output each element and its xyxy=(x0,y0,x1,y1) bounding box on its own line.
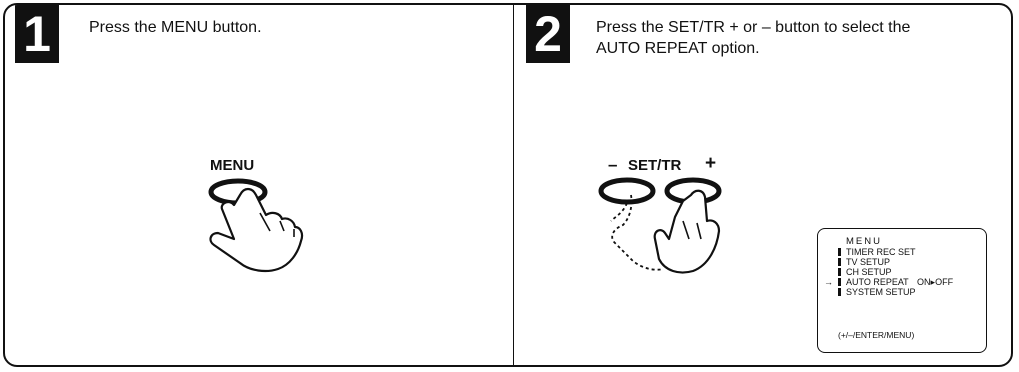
step-2-instruction-line1: Press the SET/TR + or – button to select… xyxy=(596,17,910,38)
osd-bullet-icon xyxy=(838,278,841,286)
osd-option-off: OFF xyxy=(935,277,953,287)
step-2-number: 2 xyxy=(534,9,562,59)
step-2-instruction-line2: AUTO REPEAT option. xyxy=(596,38,910,59)
osd-item-label: TV SETUP xyxy=(846,257,890,267)
step-1-badge: 1 xyxy=(15,5,59,63)
osd-bullet-icon xyxy=(838,258,841,266)
osd-menu-screen: MENU TIMER REC SET TV SETUP CH SETUP → A… xyxy=(817,228,987,353)
step-2-badge: 2 xyxy=(526,5,570,63)
instruction-panel: 1 Press the MENU button. MENU 2 Press th… xyxy=(3,3,1013,367)
minus-label: – xyxy=(608,155,617,175)
step-2-instruction: Press the SET/TR + or – button to select… xyxy=(596,17,910,59)
osd-bullet-icon xyxy=(838,288,841,296)
osd-item-label: TIMER REC SET xyxy=(846,247,916,257)
osd-item-timer-rec-set: TIMER REC SET xyxy=(836,247,986,257)
osd-item-system-setup: SYSTEM SETUP xyxy=(836,287,986,297)
osd-item-ch-setup: CH SETUP xyxy=(836,267,986,277)
menu-press-illustration xyxy=(200,173,310,293)
osd-item-label: AUTO REPEAT xyxy=(846,277,909,287)
osd-bullet-icon xyxy=(838,248,841,256)
osd-item-auto-repeat: → AUTO REPEAT ON▸OFF xyxy=(836,277,986,287)
plus-label: + xyxy=(705,153,716,175)
osd-footer-hint: (+/–/ENTER/MENU) xyxy=(838,330,914,340)
menu-button-label: MENU xyxy=(210,157,254,174)
osd-bullet-icon xyxy=(838,268,841,276)
panel-divider xyxy=(513,5,514,365)
selection-arrow-icon: → xyxy=(824,277,833,287)
osd-item-label: CH SETUP xyxy=(846,267,892,277)
set-tr-label: SET/TR xyxy=(628,157,681,174)
osd-title: MENU xyxy=(836,237,986,247)
osd-option-on: ON xyxy=(917,277,931,287)
osd-item-tv-setup: TV SETUP xyxy=(836,257,986,267)
osd-item-label: SYSTEM SETUP xyxy=(846,287,916,297)
step-1-number: 1 xyxy=(23,9,51,59)
step-1-instruction: Press the MENU button. xyxy=(89,17,262,38)
set-tr-press-illustration xyxy=(593,173,743,283)
minus-button-icon xyxy=(601,180,653,202)
